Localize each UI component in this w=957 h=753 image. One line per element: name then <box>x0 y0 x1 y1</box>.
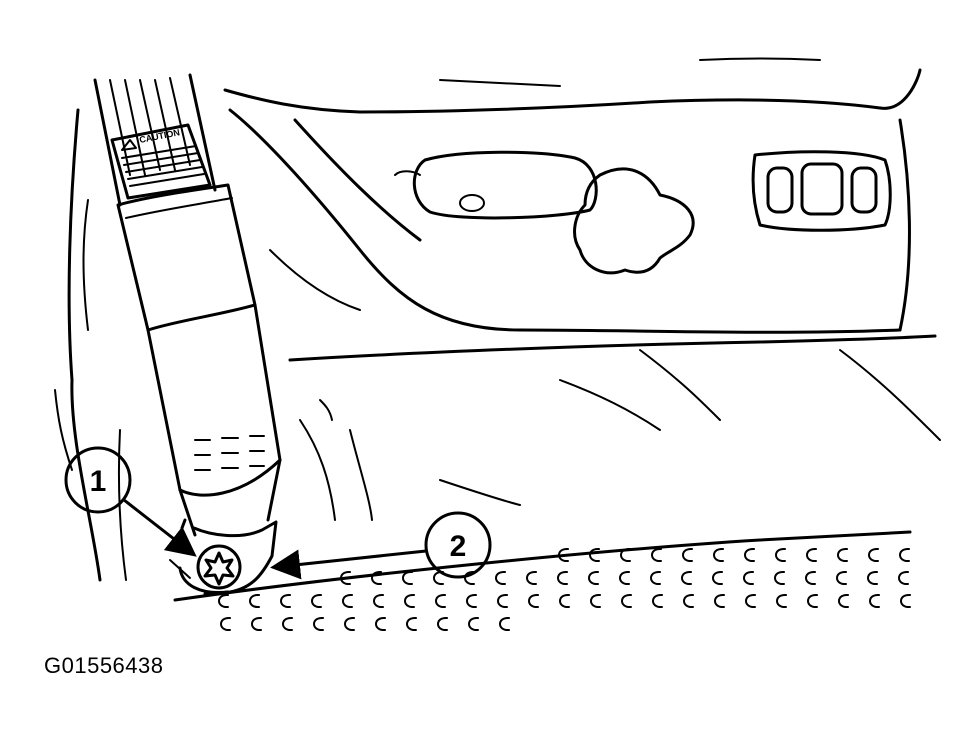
carpet-mark <box>681 570 692 586</box>
carpet-mark <box>375 616 386 632</box>
carpet-mark <box>743 570 754 586</box>
carpet-mark <box>745 593 756 609</box>
figure-id-label: G01556438 <box>44 653 164 678</box>
carpet-mark <box>621 593 632 609</box>
carpet-mark <box>437 616 448 632</box>
carpet-mark <box>251 616 262 632</box>
carpet-mark <box>838 593 849 609</box>
carpet-mark <box>806 547 817 563</box>
belt-sleeve <box>116 183 282 537</box>
floor-line <box>173 399 912 602</box>
seat-side-trim <box>223 57 941 441</box>
seat-switch-panel <box>751 150 892 232</box>
carpet-mark <box>495 570 506 586</box>
carpet-mark <box>775 547 786 563</box>
carpet-mark <box>313 616 324 632</box>
pillar-trim <box>54 108 127 582</box>
carpet-mark <box>900 593 911 609</box>
anchor-bracket <box>169 518 278 596</box>
carpet-mark <box>805 570 816 586</box>
carpet-mark <box>712 570 723 586</box>
carpet-mark <box>590 593 601 609</box>
carpet-mark <box>406 616 417 632</box>
carpet-mark <box>651 547 662 563</box>
carpet-mark <box>282 616 293 632</box>
carpet-mark <box>714 593 725 609</box>
carpet-mark <box>311 593 322 609</box>
carpet-mark <box>652 593 663 609</box>
carpet-mark <box>559 593 570 609</box>
carpet-mark <box>466 593 477 609</box>
carpet-mark <box>744 547 755 563</box>
callout-1-number: 1 <box>90 465 107 498</box>
carpet-mark <box>557 570 568 586</box>
carpet-mark <box>371 570 382 586</box>
callout-2-number: 2 <box>450 530 467 563</box>
caution-label: CAUTION <box>110 123 212 200</box>
carpet-mark <box>340 570 351 586</box>
carpet-mark <box>499 616 510 632</box>
recline-lever <box>394 150 598 220</box>
carpet-mark <box>558 547 569 563</box>
carpet-mark <box>402 570 413 586</box>
carpet-mark <box>650 570 661 586</box>
carpet-mark <box>899 547 910 563</box>
carpet-mark <box>280 593 291 609</box>
carpet-mark <box>497 593 508 609</box>
carpet-mark <box>528 593 539 609</box>
carpet-mark <box>218 593 229 609</box>
carpet-mark <box>869 593 880 609</box>
carpet-mark <box>588 570 599 586</box>
carpet-mark <box>526 570 537 586</box>
carpet-mark <box>620 547 631 563</box>
carpet-mark <box>344 616 355 632</box>
carpet-mark <box>683 593 694 609</box>
carpet-mark <box>682 547 693 563</box>
carpet-mark <box>619 570 630 586</box>
carpet-mark <box>774 570 785 586</box>
carpet-mark <box>898 570 909 586</box>
carpet-mark <box>464 570 475 586</box>
carpet-mark <box>713 547 724 563</box>
carpet-mark <box>836 570 847 586</box>
anchor-bolt <box>196 544 242 590</box>
carpet-mark <box>868 547 879 563</box>
seat-belt-webbing <box>93 73 217 207</box>
callout-1: 1 <box>64 446 197 557</box>
carpet-mark <box>404 593 415 609</box>
carpet-mark <box>776 593 787 609</box>
adjust-knob <box>573 167 695 275</box>
carpet-mark <box>807 593 818 609</box>
carpet-mark <box>837 547 848 563</box>
carpet-mark <box>342 593 353 609</box>
carpet-mark <box>249 593 260 609</box>
carpet-mark <box>468 616 479 632</box>
carpet-mark <box>589 547 600 563</box>
callout-2: 2 <box>270 511 492 580</box>
carpet-mark <box>867 570 878 586</box>
carpet-mark <box>220 616 231 632</box>
carpet-texture <box>218 547 911 632</box>
carpet-mark <box>435 593 446 609</box>
carpet-mark <box>373 593 384 609</box>
